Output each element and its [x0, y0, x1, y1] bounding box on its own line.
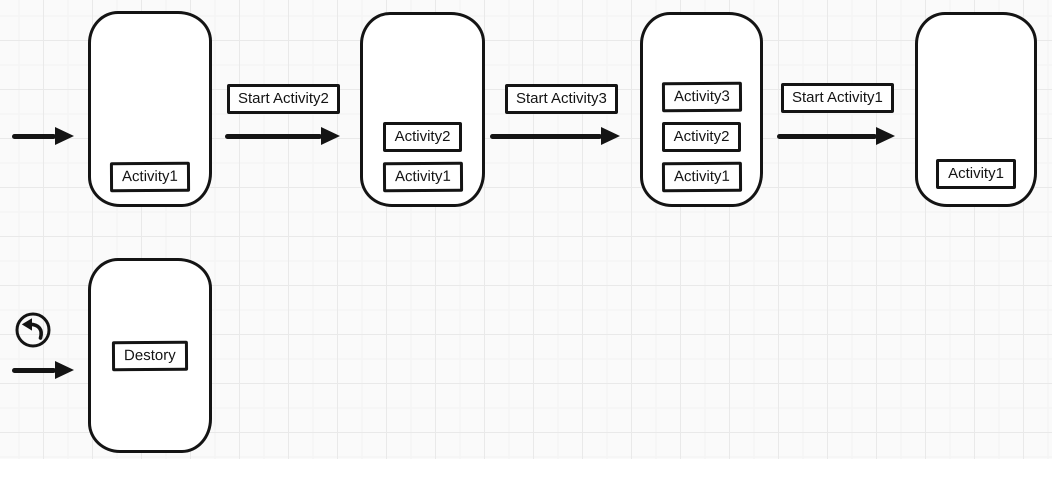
device-state-2: Activity2 Activity1: [360, 12, 485, 207]
arrow-head-icon: [601, 127, 620, 145]
arrow-head-icon: [55, 127, 74, 145]
arrow-shaft: [777, 134, 877, 139]
destroy-arrow: [12, 361, 84, 380]
activity-box: Activity1: [936, 159, 1016, 189]
arrow-head-icon: [876, 127, 895, 145]
arrow-shaft: [490, 134, 602, 139]
transition-label-start-activity2: Start Activity2: [227, 84, 340, 114]
destroy-box: Destory: [112, 340, 188, 371]
transition-label-start-activity1: Start Activity1: [781, 83, 894, 113]
activity-box: Activity1: [661, 161, 742, 193]
back-undo-icon: [14, 311, 52, 349]
transition-arrow-2: [490, 127, 620, 146]
arrow-shaft: [225, 134, 322, 139]
arrow-head-icon: [55, 361, 74, 379]
entry-arrow: [12, 127, 84, 146]
activity-box: Activity2: [382, 122, 463, 152]
activity-box: Activity1: [109, 161, 191, 193]
arrow-shaft: [12, 134, 56, 139]
arrow-head-icon: [321, 127, 340, 145]
activity-box: Activity2: [661, 122, 742, 152]
transition-arrow-3: [777, 127, 895, 146]
device-state-4: Activity1: [915, 12, 1037, 207]
activity-box: Activity1: [382, 161, 463, 193]
arrow-shaft: [12, 368, 56, 373]
device-state-1: Activity1: [88, 11, 212, 207]
device-state-3: Activity3 Activity2 Activity1: [640, 12, 763, 207]
transition-arrow-1: [225, 127, 340, 146]
transition-label-start-activity3: Start Activity3: [505, 84, 618, 114]
device-destroy-state: Destory: [88, 258, 212, 453]
activity-box: Activity3: [661, 81, 742, 113]
